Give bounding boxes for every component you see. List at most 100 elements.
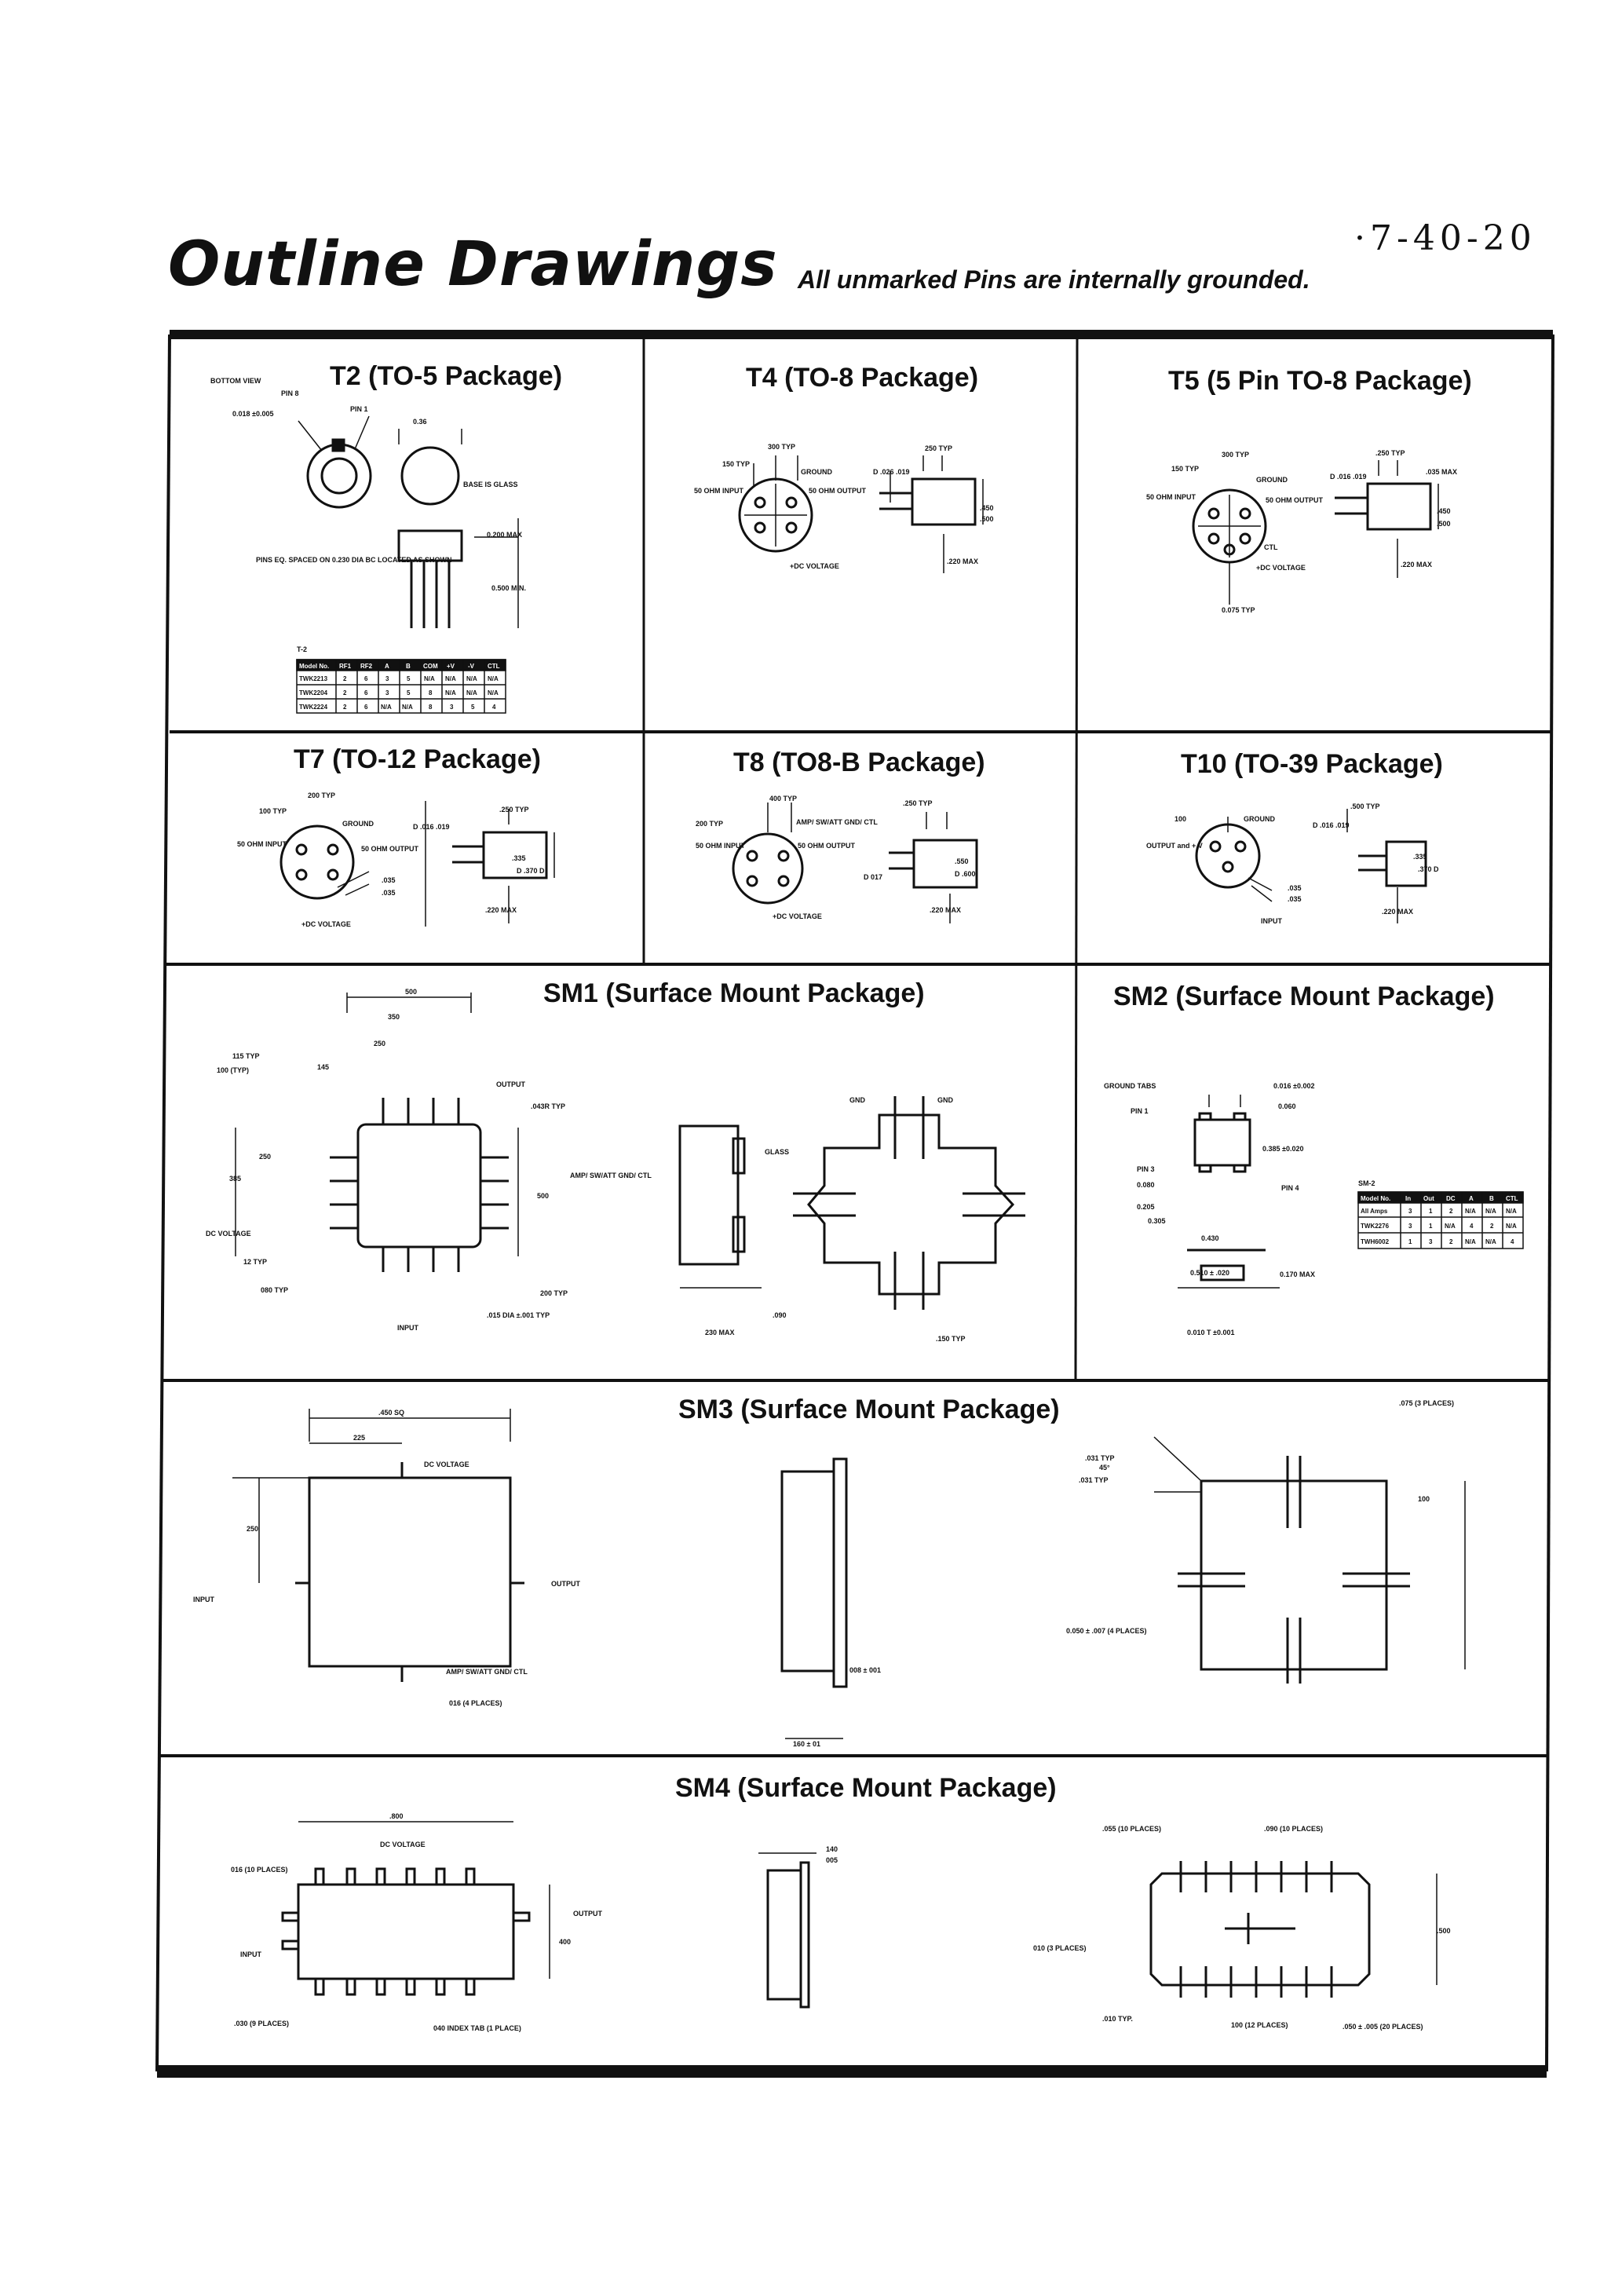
table-cell: 2 <box>343 704 347 711</box>
t5-label: 50 OHM OUTPUT <box>1266 496 1324 504</box>
table-cell: 5 <box>407 689 411 696</box>
t5-label: CTL <box>1264 543 1278 551</box>
table-header-cell: +V <box>447 663 455 670</box>
sm3-label: OUTPUT <box>551 1580 581 1588</box>
table-cell: N/A <box>488 675 499 682</box>
t2-table-caption: T-2 <box>297 645 307 653</box>
sm2-package-view <box>1178 1095 1280 1289</box>
t8-side-view <box>889 812 978 923</box>
sm3-label: INPUT <box>193 1596 215 1603</box>
t10-label: .370 D <box>1418 865 1439 873</box>
t5-label: .220 MAX <box>1401 561 1432 569</box>
sm4-label: 010 (3 PLACES) <box>1033 1944 1087 1952</box>
t2-side-view <box>397 429 519 628</box>
t7-label: .035 <box>382 876 396 884</box>
sm4-label: 040 INDEX TAB (1 PLACE) <box>433 2024 521 2032</box>
cell-t2: T2 (TO-5 Package) BOTTOM VIEW PIN 8 PIN … <box>210 361 562 714</box>
sm1-label: 080 TYP <box>261 1286 288 1294</box>
t4-side-view <box>879 455 984 573</box>
t10-label: GROUND <box>1244 815 1275 823</box>
sm1-label: .043R TYP <box>531 1102 565 1110</box>
sm3-label: 008 ± 001 <box>849 1666 881 1674</box>
t7-label: .335 <box>512 854 526 862</box>
table-cell: 3 <box>385 689 389 696</box>
t8-label: .220 MAX <box>930 906 961 914</box>
table-cell: N/A <box>1465 1208 1476 1215</box>
sm1-label: GND <box>849 1096 866 1104</box>
t4-label: D .026 .019 <box>873 468 910 476</box>
t10-label: .500 TYP <box>1350 803 1380 810</box>
sm2-label: PIN 4 <box>1281 1184 1299 1192</box>
cell-sm1: SM1 (Surface Mount Package) 500 350 250 … <box>206 978 1025 1343</box>
table-cell: 5 <box>471 704 475 711</box>
t7-label: 50 OHM OUTPUT <box>361 845 419 853</box>
sm1-label: 100 (TYP) <box>217 1066 249 1074</box>
table-cell: 6 <box>364 689 368 696</box>
t2-table-header: Model No. RF1 RF2 A B COM +V -V CTL <box>299 663 500 670</box>
t2-title: T2 (TO-5 Package) <box>330 361 562 391</box>
t2-label: PIN 1 <box>350 405 368 413</box>
t4-label: .450 <box>980 504 994 512</box>
t7-label: 50 OHM INPUT <box>237 840 287 848</box>
sm4-top-view <box>281 1821 550 1996</box>
sm1-label: INPUT <box>397 1324 419 1332</box>
t7-label: 200 TYP <box>308 792 335 799</box>
t5-label: .500 <box>1437 520 1451 528</box>
table-cell: N/A <box>445 689 456 696</box>
sm4-label: INPUT <box>240 1951 262 1958</box>
sm1-label: 230 MAX <box>705 1329 735 1336</box>
sm2-label: 0.205 <box>1137 1203 1155 1211</box>
sm1-label: 12 TYP <box>243 1258 267 1266</box>
table-cell: N/A <box>445 675 456 682</box>
cell-t5: T5 (5 Pin TO-8 Package) 150 TYP 300 TYP … <box>1146 366 1472 614</box>
sm4-label: .030 (9 PLACES) <box>234 2020 289 2027</box>
sm3-label: .075 (3 PLACES) <box>1399 1399 1454 1407</box>
table-cell: N/A <box>1506 1223 1517 1230</box>
t4-label: GROUND <box>801 468 832 476</box>
sm4-label: 005 <box>826 1856 838 1864</box>
sm3-top-view <box>232 1409 524 1682</box>
sm3-side-view <box>780 1457 848 1739</box>
t5-label: 0.075 TYP <box>1222 606 1255 614</box>
sm4-label: .050 ± .005 (20 PLACES) <box>1343 2023 1423 2031</box>
table-cell: 5 <box>407 675 411 682</box>
table-cell: 6 <box>364 675 368 682</box>
table-cell: 3 <box>1408 1208 1412 1215</box>
sm1-label: .015 DIA ±.001 TYP <box>487 1311 550 1319</box>
t10-label: D .016 .019 <box>1313 821 1350 829</box>
table-cell: 2 <box>1449 1238 1453 1245</box>
sm1-label: 500 <box>537 1192 549 1200</box>
table-header-cell: COM <box>423 663 438 670</box>
sm2-label: 0.080 <box>1137 1181 1155 1189</box>
sm2-label: 0.016 ±0.002 <box>1273 1082 1314 1090</box>
t5-side-view <box>1335 460 1439 578</box>
t4-label: 50 OHM INPUT <box>694 487 744 495</box>
sm1-label: AMP/ SW/ATT GND/ CTL <box>570 1172 652 1179</box>
sm1-title: SM1 (Surface Mount Package) <box>543 978 925 1008</box>
sm4-label: 016 (10 PLACES) <box>231 1866 288 1874</box>
t2-label: 0.200 MAX <box>487 531 522 539</box>
table-cell: TWK2224 <box>299 704 328 711</box>
table-cell: N/A <box>466 675 477 682</box>
t2-label: BASE IS GLASS <box>463 481 518 488</box>
sm3-label: 225 <box>353 1434 365 1442</box>
sm3-label: AMP/ SW/ATT GND/ CTL <box>446 1668 528 1676</box>
sm2-label: 0.010 T ±0.001 <box>1187 1329 1234 1336</box>
t2-label: 0.36 <box>413 418 427 426</box>
t10-label: 100 <box>1174 815 1186 823</box>
cell-t10: T10 (TO-39 Package) 100 GROUND OUTPUT an… <box>1146 749 1443 925</box>
sm3-label: 016 (4 PLACES) <box>449 1699 502 1707</box>
t7-label: D .370 D <box>517 867 545 875</box>
t4-top-view <box>738 455 813 553</box>
t5-label: +DC VOLTAGE <box>1256 564 1306 572</box>
sm1-label: 250 <box>374 1040 385 1047</box>
table-header-cell: -V <box>468 663 475 670</box>
sm4-label: DC VOLTAGE <box>380 1841 426 1848</box>
table-cell: N/A <box>488 689 499 696</box>
cell-t8: T8 (TO8-B Package) 200 TYP 400 TYP AMP/ … <box>696 748 985 923</box>
t5-label: GROUND <box>1256 476 1288 484</box>
table-cell: N/A <box>1506 1208 1517 1215</box>
t2-label: PINS EQ. SPACED ON 0.230 DIA BC LOCATED … <box>256 556 452 564</box>
sm2-table-body: All Amps 3 1 2 N/A N/A N/A TWK2276 3 1 N… <box>1361 1208 1517 1245</box>
table-cell: 2 <box>343 689 347 696</box>
